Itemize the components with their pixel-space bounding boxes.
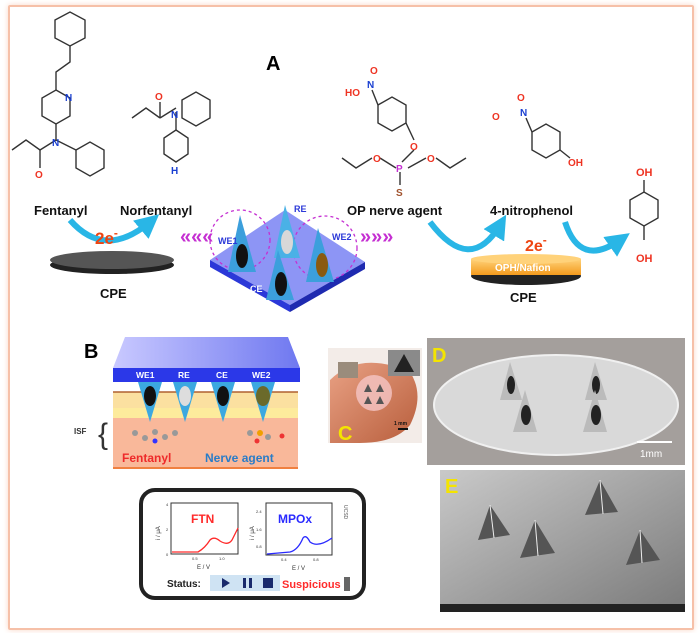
atom-o: O	[373, 154, 381, 165]
device-label-ce: CE	[250, 284, 263, 294]
d-scale-bar: 1mm	[640, 449, 662, 460]
label-4-nitrophenol: 4-nitrophenol	[490, 203, 573, 218]
b-label-ce: CE	[216, 370, 228, 380]
mpox-xtick: 0.4	[281, 557, 287, 562]
atom-n: N	[520, 108, 527, 119]
atom-ho: HO	[345, 88, 360, 99]
atom-n: N	[171, 110, 178, 121]
reaction-arrow-op	[427, 214, 507, 253]
arrows-right: »»»	[360, 226, 393, 248]
plot-mpox	[265, 502, 333, 556]
mpox-xlabel: E / V	[292, 566, 305, 572]
mpox-ylabel: i / μA	[250, 526, 256, 540]
isf-brace: {	[98, 418, 108, 451]
atom-s: S	[396, 188, 403, 199]
atom-oh: OH	[636, 167, 653, 179]
mpox-ytick: 2.4	[256, 509, 262, 514]
panel-c-photo	[328, 348, 422, 443]
reaction-arrow-nitrophenol	[562, 221, 630, 257]
mpox-ytick: 0.8	[256, 544, 262, 549]
phone-side-text: UCSD	[342, 505, 348, 520]
atom-o: O	[410, 142, 418, 153]
pause-icon[interactable]	[243, 578, 246, 588]
mpox-curve	[266, 536, 333, 555]
oph-nafion-top	[471, 254, 581, 264]
b-label-nerve-agent: Nerve agent	[205, 451, 274, 465]
ftn-xlabel: E / V	[197, 565, 210, 571]
panel-d-photo	[427, 338, 685, 465]
panel-label-e: E	[445, 476, 458, 498]
atom-o: O	[155, 92, 163, 103]
label-cpe-left: CPE	[100, 286, 127, 301]
atom-o-minus: O	[492, 112, 500, 123]
status-value: Suspicious	[282, 579, 341, 591]
atom-p: P	[396, 164, 403, 175]
device-label-re: RE	[294, 204, 307, 214]
b-label-we2: WE2	[252, 370, 271, 380]
nitrophenol-structure	[525, 117, 571, 159]
ftn-xtick: 1.0	[219, 556, 225, 561]
ftn-ylabel: i / μA	[156, 526, 162, 540]
atom-oh: OH	[636, 253, 653, 265]
b-label-re: RE	[178, 370, 190, 380]
atom-n: N	[367, 80, 374, 91]
b-label-isf: ISF	[74, 427, 87, 436]
figure-frame	[8, 5, 694, 630]
electron-label-right: 2e-	[525, 233, 547, 255]
arrows-left: «««	[180, 226, 213, 248]
cpe-electrode-left-top	[50, 251, 174, 269]
microneedle-device	[209, 205, 365, 312]
device-label-we2: WE2	[332, 232, 352, 242]
ftn-xtick: 0.5	[192, 556, 198, 561]
electron-label-left: 2e-	[95, 226, 118, 248]
label-cpe-right: CPE	[510, 290, 537, 305]
atom-n: N	[52, 138, 59, 149]
ftn-ytick: 4	[166, 502, 169, 507]
panel-label-a: A	[266, 53, 280, 75]
mpox-title: MPOx	[278, 512, 312, 526]
atom-oh: OH	[568, 158, 583, 169]
atom-o: O	[35, 170, 43, 181]
fentanyl-structure	[11, 11, 105, 177]
plot-ftn	[170, 502, 239, 555]
mpox-xtick: 0.8	[313, 557, 319, 562]
reaction-arrow-left	[67, 214, 160, 244]
status-label: Status:	[167, 579, 201, 590]
panel-label-c: C	[338, 423, 352, 445]
play-icon[interactable]	[222, 578, 230, 588]
hydroquinone-structure	[629, 180, 659, 240]
ftn-ytick: 2	[166, 527, 169, 532]
atom-n: N	[65, 93, 72, 104]
atom-o: O	[427, 154, 435, 165]
atom-h: H	[171, 166, 178, 177]
ftn-title: FTN	[191, 512, 214, 526]
atom-o: O	[517, 93, 525, 104]
device-label-we1: WE1	[218, 236, 238, 246]
norfentanyl-structure	[131, 91, 211, 163]
label-oph-nafion: OPH/Nafion	[495, 263, 551, 274]
c-scale-bar: 1 mm	[394, 421, 408, 427]
stop-icon[interactable]	[263, 578, 273, 588]
op-nerve-agent-structure	[341, 89, 467, 185]
smartphone	[139, 488, 366, 600]
b-label-we1: WE1	[136, 370, 155, 380]
panel-b-diagram	[113, 337, 300, 469]
label-op-nerve-agent: OP nerve agent	[347, 203, 443, 218]
atom-o: O	[370, 66, 378, 77]
label-norfentanyl: Norfentanyl	[120, 203, 192, 218]
ftn-ytick: 0	[166, 552, 169, 557]
label-fentanyl: Fentanyl	[34, 203, 87, 218]
panel-label-b: B	[84, 341, 98, 363]
panel-e-sem-image	[440, 470, 685, 612]
panel-label-d: D	[432, 345, 446, 367]
ftn-curve	[172, 527, 239, 553]
b-label-fentanyl: Fentanyl	[122, 451, 171, 465]
mpox-ytick: 1.6	[256, 527, 262, 532]
